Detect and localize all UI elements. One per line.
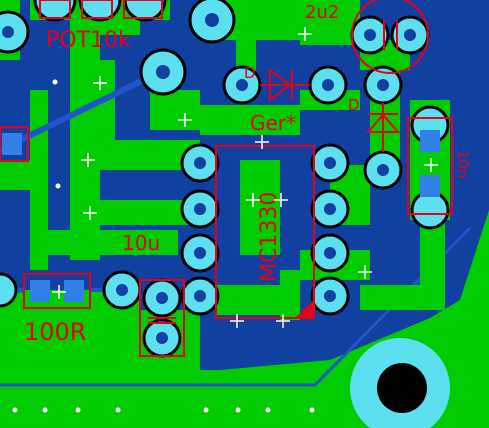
silkscreen [0,0,453,357]
pot-label: POT10k [46,28,131,53]
via-dots [12,79,315,413]
ic-label: MC1330 [257,192,282,282]
ic-pin1-marker [295,300,314,318]
ger-label: Ger* [250,111,296,135]
smd-pads [2,130,440,302]
cap-10u-label: 10u [122,231,160,255]
top-trace-line [0,69,162,153]
cap-10n-label: 10n [454,150,472,179]
pads [0,0,450,358]
cap-2u2-label: 2u2 [305,2,339,23]
board-outline [0,226,472,387]
mounting-hole [377,363,427,413]
res-100r-label: 100R [24,318,86,346]
diode-d2-label: D [348,96,360,114]
vias [52,27,438,328]
diode-d1-label: D [244,64,256,82]
